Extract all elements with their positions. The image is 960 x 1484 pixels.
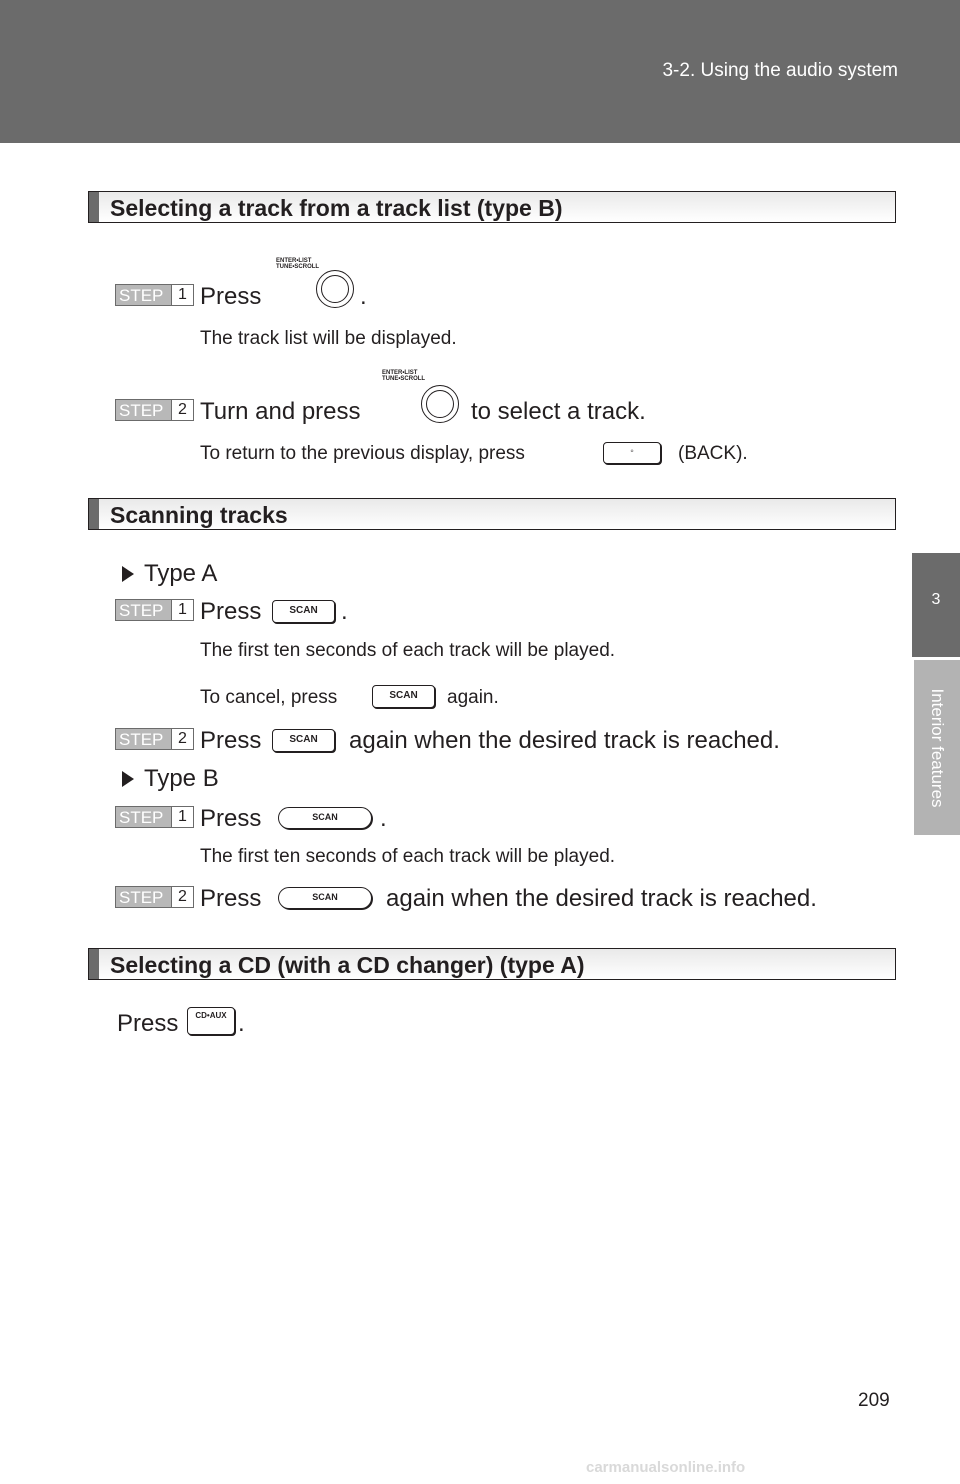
knob-label: ENTER•LIST TUNE•SCROLL [382, 370, 425, 382]
step-note-post: (BACK). [678, 443, 748, 464]
step-text: Press [200, 283, 262, 310]
scan-button-icon: SCAN [372, 685, 435, 708]
step-word: STEP [119, 601, 164, 620]
step-badge: STEP 1 [115, 284, 194, 306]
step-text: Turn and press [200, 398, 361, 425]
step-word: STEP [119, 808, 164, 827]
step-word: STEP [119, 401, 164, 420]
arrow-right-icon [122, 566, 134, 582]
watermark: carmanualsonline.info [586, 1459, 746, 1476]
chapter-tab: 3 [912, 553, 960, 657]
knob-label-line1: ENTER•LIST [382, 370, 418, 376]
knob-label: ENTER•LIST TUNE•SCROLL [276, 258, 319, 270]
chapter-label: Interior features [928, 687, 947, 808]
section-heading-scanning: Scanning tracks [88, 498, 896, 530]
step-text: Press [200, 805, 262, 832]
tune-scroll-knob-icon [316, 270, 354, 308]
step-note: The first ten seconds of each track will… [200, 640, 616, 661]
step-text: Press [200, 598, 262, 625]
step-word: STEP [119, 286, 164, 305]
step-period: . [238, 1010, 245, 1037]
type-label: Type B [144, 765, 219, 792]
step-period: . [380, 805, 387, 832]
knob-label-line2: TUNE•SCROLL [276, 264, 320, 270]
back-button-icon: ◦ [603, 442, 661, 464]
arrow-right-icon [122, 771, 134, 787]
heading-text: Scanning tracks [110, 502, 288, 528]
step-number: 1 [171, 807, 193, 827]
step-note: To cancel, press [200, 687, 338, 708]
step-number: 2 [171, 729, 193, 749]
step-note: The first ten seconds of each track will… [200, 846, 616, 867]
step-note-post: again. [447, 687, 499, 708]
page-header: 3-2. Using the audio system [0, 0, 960, 143]
section-heading-cd-changer: Selecting a CD (with a CD changer) (type… [88, 948, 896, 980]
step-text-post: to select a track. [471, 398, 646, 425]
step-number: 1 [171, 600, 193, 620]
step-note: To return to the previous display, press [200, 443, 525, 464]
heading-text: Selecting a CD (with a CD changer) (type… [110, 952, 585, 978]
step-note: The track list will be displayed. [200, 328, 457, 349]
step-badge: STEP 2 [115, 886, 194, 908]
scan-button-icon: SCAN [278, 887, 372, 909]
step-number: 2 [171, 887, 193, 907]
step-word: STEP [119, 888, 164, 907]
step-badge: STEP 1 [115, 806, 194, 828]
step-badge: STEP 2 [115, 399, 194, 421]
heading-text: Selecting a track from a track list (typ… [110, 195, 563, 221]
step-badge: STEP 1 [115, 599, 194, 621]
scan-button-icon: SCAN [272, 729, 335, 752]
knob-label-line2: TUNE•SCROLL [382, 376, 426, 382]
step-text: Press [200, 885, 262, 912]
section-heading-track-list: Selecting a track from a track list (typ… [88, 191, 896, 223]
step-text: Press [117, 1010, 179, 1037]
type-label: Type A [144, 560, 218, 587]
step-text: Press [200, 727, 262, 754]
scan-button-icon: SCAN [278, 807, 372, 829]
chapter-side-label: Interior features [914, 660, 960, 835]
cd-aux-button-icon: CD•AUX [187, 1007, 235, 1035]
step-number: 1 [171, 285, 193, 305]
step-period: . [341, 598, 348, 625]
step-period: . [360, 283, 367, 310]
knob-label-line1: ENTER•LIST [276, 258, 312, 264]
step-text-post: again when the desired track is reached. [386, 885, 817, 912]
section-title: 3-2. Using the audio system [662, 60, 898, 81]
step-word: STEP [119, 730, 164, 749]
step-text-post: again when the desired track is reached. [349, 727, 780, 754]
page-number: 209 [858, 1390, 890, 1411]
chapter-number: 3 [931, 591, 941, 608]
step-badge: STEP 2 [115, 728, 194, 750]
step-number: 2 [171, 400, 193, 420]
scan-button-icon: SCAN [272, 600, 335, 623]
tune-scroll-knob-icon [421, 385, 459, 423]
